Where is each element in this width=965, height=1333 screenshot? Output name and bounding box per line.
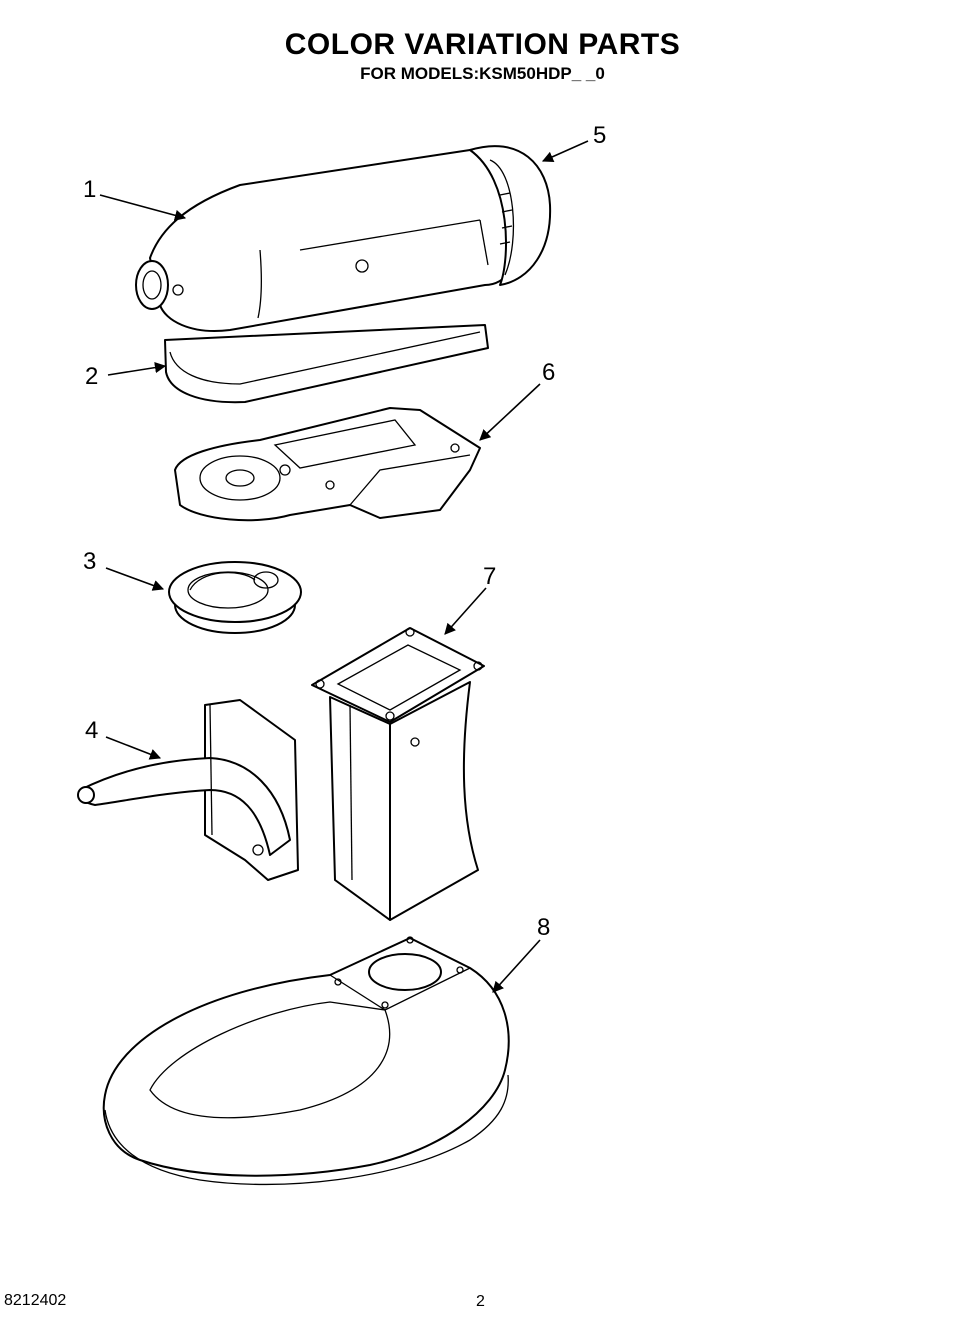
leader-line-4 <box>105 736 162 760</box>
callout-5: 5 <box>593 122 606 149</box>
leader-line-8 <box>492 939 541 993</box>
part-3-planetary-cover <box>168 561 302 634</box>
part-6-gear-housing <box>174 407 481 522</box>
part-5-rear-cap <box>469 145 552 286</box>
callout-3: 3 <box>83 548 96 575</box>
callout-6: 6 <box>542 359 555 386</box>
leader-line-3 <box>105 567 165 591</box>
callout-7: 7 <box>483 563 496 590</box>
leader-line-1 <box>99 194 187 221</box>
callout-2: 2 <box>85 363 98 390</box>
callout-4: 4 <box>85 717 98 744</box>
page-number: 2 <box>476 1293 485 1310</box>
document-number: 8212402 <box>4 1292 67 1309</box>
part-1-motor-housing <box>135 148 511 332</box>
part-7-column <box>311 627 485 921</box>
model-subtitle: FOR MODELS:KSM50HDP_ _0 <box>360 64 605 83</box>
part-4-hinge-bracket <box>77 699 299 881</box>
page-title: COLOR VARIATION PARTS <box>284 28 681 61</box>
callout-8: 8 <box>537 914 550 941</box>
part-8-base <box>102 936 510 1186</box>
callout-1: 1 <box>83 176 96 203</box>
leader-line-2 <box>107 362 167 376</box>
leader-line-6 <box>479 383 541 441</box>
part-2-trim-band <box>164 324 489 404</box>
leader-line-7 <box>444 587 487 635</box>
leader-line-5 <box>541 140 589 163</box>
